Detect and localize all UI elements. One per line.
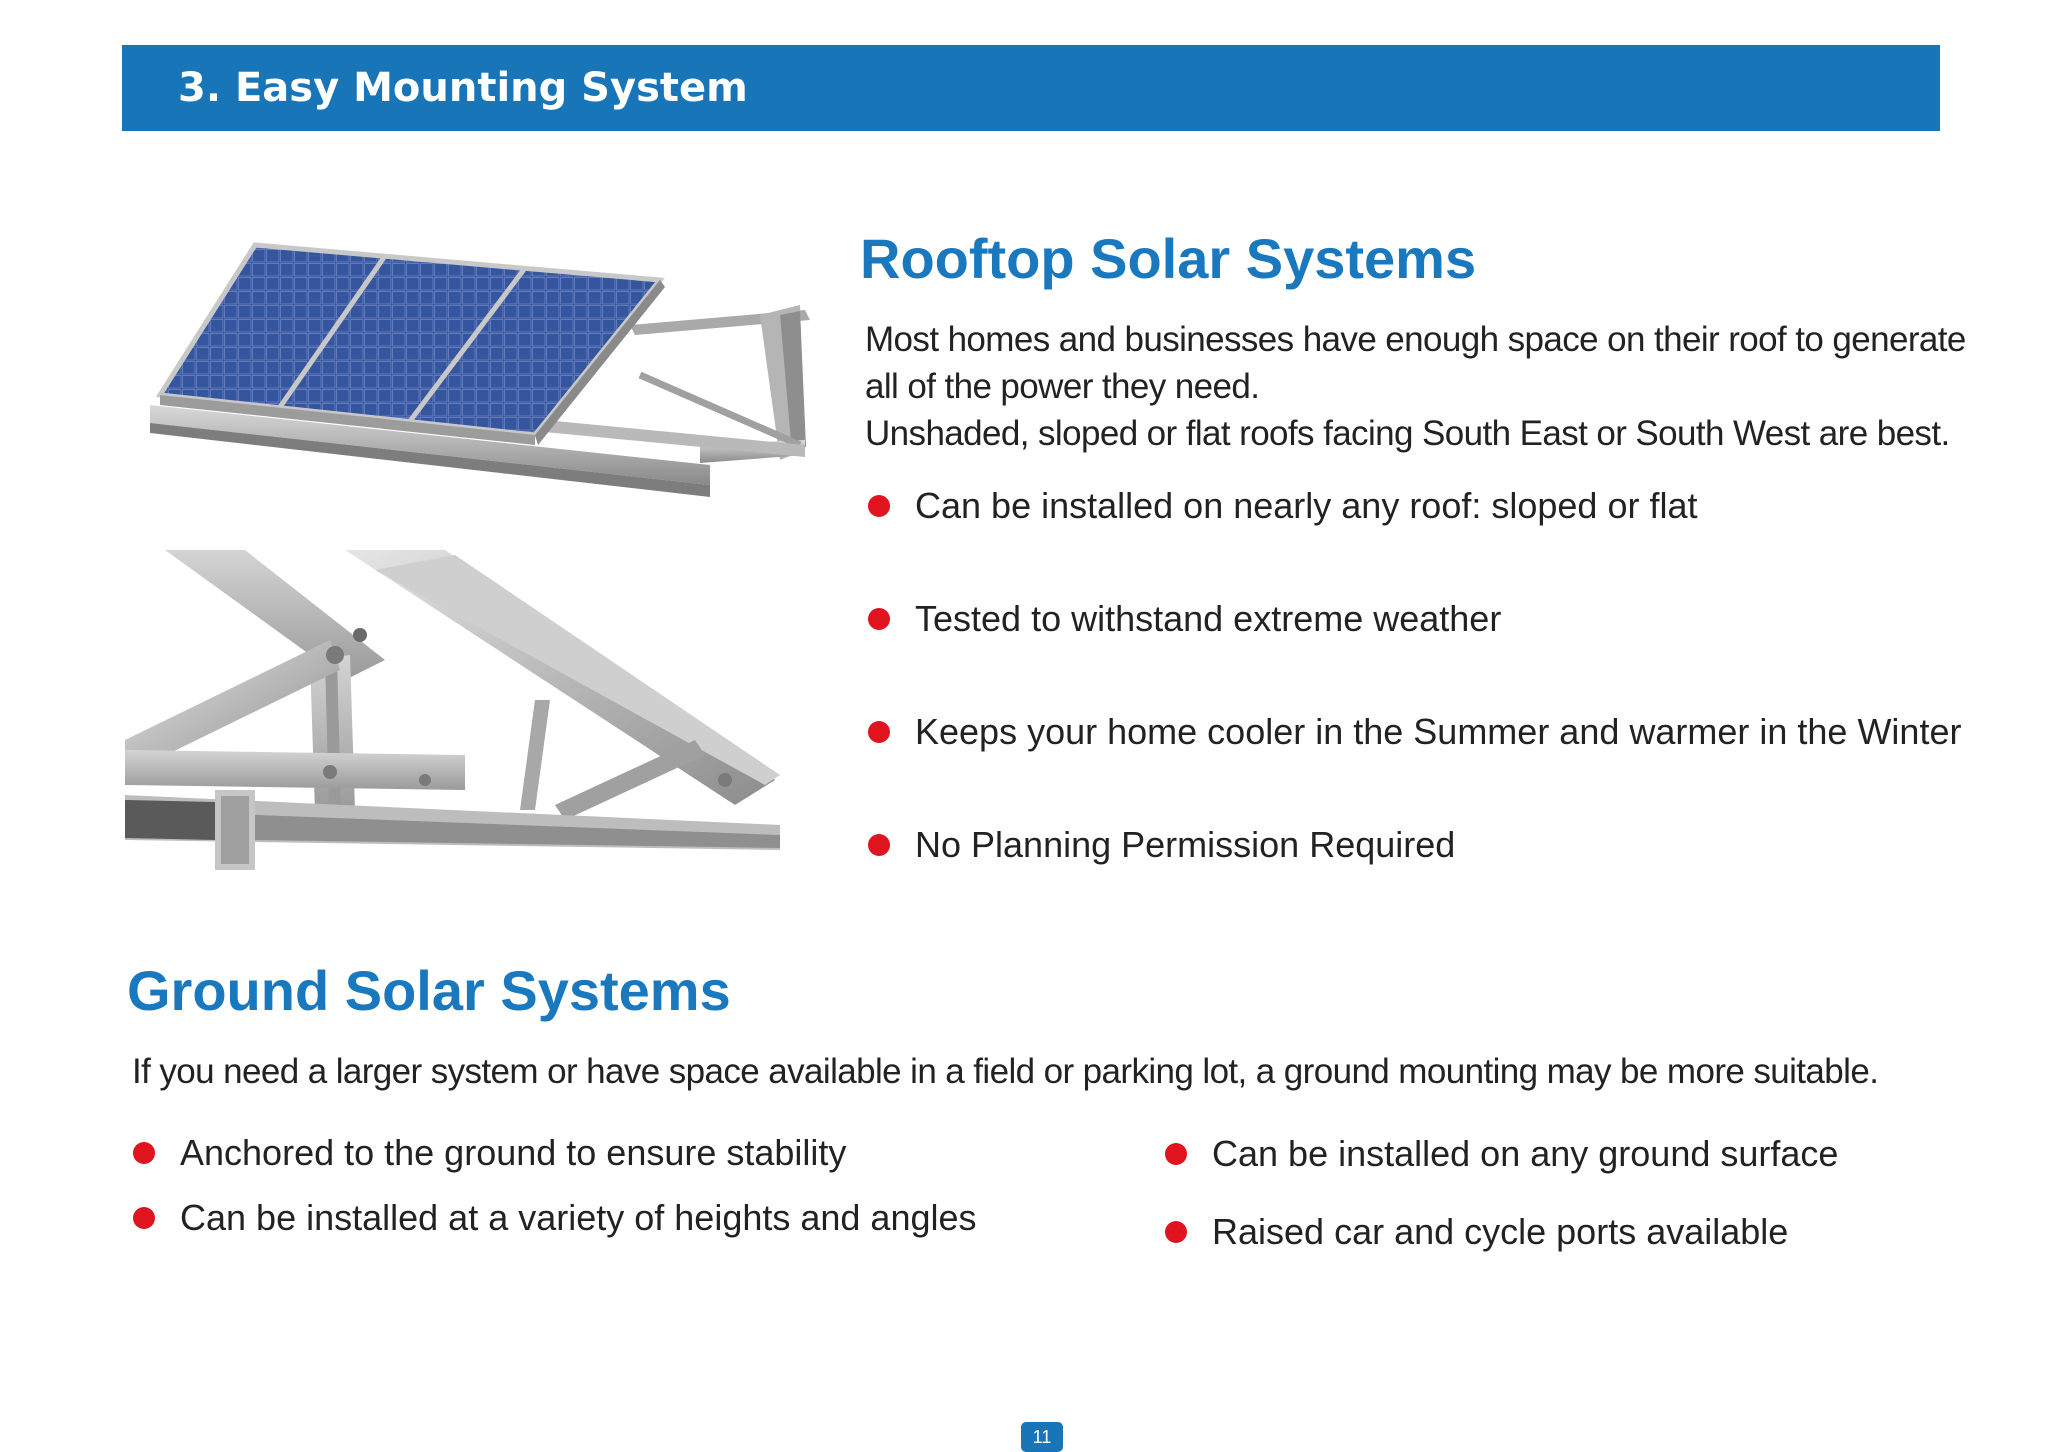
bullet-dot-icon xyxy=(133,1142,155,1164)
rooftop-bullet-item: Tested to withstand extreme weather xyxy=(868,598,1501,640)
mounting-bracket-closeup-image xyxy=(125,550,780,870)
rooftop-description-line: Unshaded, sloped or flat roofs facing So… xyxy=(865,414,1950,453)
ground-bullet-text: Can be installed on any ground surface xyxy=(1212,1133,1839,1174)
rooftop-bullet-text: No Planning Permission Required xyxy=(915,824,1456,865)
rooftop-description-line: Most homes and businesses have enough sp… xyxy=(865,320,1966,359)
rooftop-section-title: Rooftop Solar Systems xyxy=(860,227,1477,290)
ground-bullet-text: Can be installed at a variety of heights… xyxy=(180,1197,977,1238)
page-number-badge: 11 xyxy=(1021,1422,1063,1452)
ground-bullet-text: Anchored to the ground to ensure stabili… xyxy=(180,1132,847,1173)
ground-bullet-item: Anchored to the ground to ensure stabili… xyxy=(133,1132,846,1174)
rooftop-bullet-item: Can be installed on nearly any roof: slo… xyxy=(868,485,1697,527)
rooftop-description-line: all of the power they need. xyxy=(865,367,1260,406)
rooftop-bullet-item: Keeps your home cooler in the Summer and… xyxy=(868,711,1961,753)
bullet-dot-icon xyxy=(1165,1221,1187,1243)
bullet-dot-icon xyxy=(133,1207,155,1229)
bullet-dot-icon xyxy=(868,608,890,630)
ground-description: If you need a larger system or have spac… xyxy=(132,1052,1879,1091)
rooftop-bullet-text: Keeps your home cooler in the Summer and… xyxy=(915,711,1962,752)
bullet-dot-icon xyxy=(868,834,890,856)
rooftop-bullet-text: Tested to withstand extreme weather xyxy=(915,598,1502,639)
ground-section-title: Ground Solar Systems xyxy=(127,959,731,1022)
bullet-dot-icon xyxy=(868,495,890,517)
rooftop-description: Most homes and businesses have enough sp… xyxy=(865,316,2015,457)
ground-bullet-item: Can be installed on any ground surface xyxy=(1165,1133,1838,1175)
rooftop-bullet-item: No Planning Permission Required xyxy=(868,824,1455,866)
bullet-dot-icon xyxy=(1165,1143,1187,1165)
solar-panel-mount-image xyxy=(140,235,810,510)
ground-bullet-text: Raised car and cycle ports available xyxy=(1212,1211,1789,1252)
section-header-title: 3. Easy Mounting System xyxy=(178,65,748,111)
bullet-dot-icon xyxy=(868,721,890,743)
ground-bullet-item: Raised car and cycle ports available xyxy=(1165,1211,1788,1253)
ground-bullet-item: Can be installed at a variety of heights… xyxy=(133,1197,977,1239)
rooftop-bullet-text: Can be installed on nearly any roof: slo… xyxy=(915,485,1698,526)
section-header-bar: 3. Easy Mounting System xyxy=(122,45,1940,131)
